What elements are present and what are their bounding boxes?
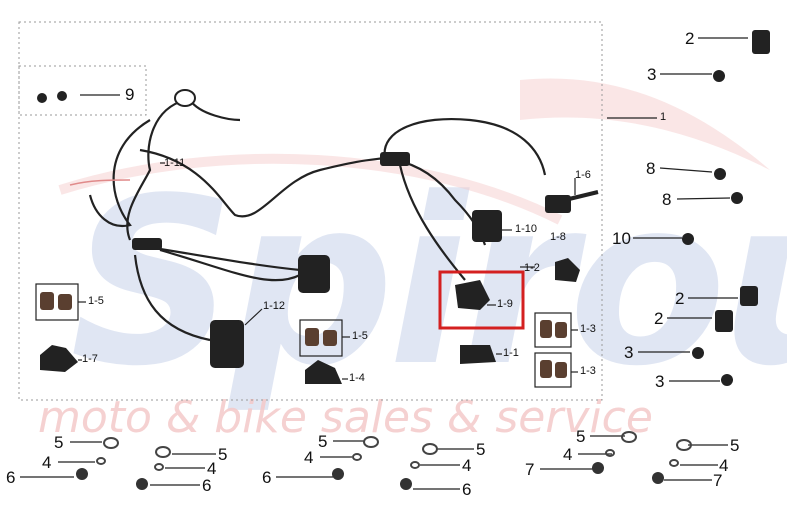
g6-label-5: 5 — [730, 436, 740, 455]
g5-label-5: 5 — [576, 427, 586, 446]
callout-2a: 2 — [685, 29, 695, 48]
g3-label-4: 4 — [304, 448, 314, 467]
callout-1-2: 1-2 — [524, 262, 540, 274]
g5-label-7: 7 — [525, 460, 535, 479]
g2-label-6: 6 — [202, 476, 212, 495]
g1-label-5: 5 — [54, 433, 64, 452]
callout-1-3b: 1-3 — [580, 365, 596, 377]
g1-label-4: 4 — [42, 453, 52, 472]
callout-3b: 3 — [624, 343, 634, 362]
g4-label-6: 6 — [462, 480, 472, 499]
g3-label-5: 5 — [318, 432, 328, 451]
callout-1-9: 1-9 — [497, 298, 513, 310]
bolt-group-frame — [18, 65, 147, 116]
callout-1-3a: 1-3 — [580, 323, 596, 335]
callout-1-6: 1-6 — [575, 169, 591, 181]
callout-1-5b: 1-5 — [352, 330, 368, 342]
callout-9: 9 — [125, 85, 135, 104]
callout-1-12: 1-12 — [263, 300, 286, 312]
callout-1-5a: 1-5 — [88, 295, 104, 307]
callout-1-1: 1-1 — [503, 347, 519, 359]
callout-1: 1 — [660, 111, 667, 123]
callout-2b: 2 — [675, 289, 685, 308]
callout-3c: 3 — [655, 372, 665, 391]
callout-1-10: 1-10 — [515, 223, 538, 235]
g3-label-6: 6 — [262, 468, 272, 487]
highlight-box — [438, 270, 525, 330]
callout-8a: 8 — [646, 159, 656, 178]
callout-1-4: 1-4 — [349, 372, 365, 384]
callout-1-7: 1-7 — [82, 353, 98, 365]
callout-1-11: 1-11 — [164, 157, 186, 169]
pads-box-1-3b — [534, 352, 572, 388]
g4-label-5: 5 — [476, 440, 486, 459]
g1-label-6: 6 — [6, 468, 16, 487]
callout-1-8: 1-8 — [550, 231, 566, 243]
g4-label-4: 4 — [462, 456, 472, 475]
pads-box-1-5b — [299, 319, 343, 357]
g2-label-5: 5 — [218, 445, 228, 464]
g5-label-4: 4 — [563, 445, 573, 464]
callout-3a: 3 — [647, 65, 657, 84]
g2-label-4: 4 — [207, 459, 217, 478]
callout-10: 10 — [612, 229, 631, 248]
g6-label-7: 7 — [713, 471, 723, 490]
assembly-frame — [18, 21, 603, 401]
callout-2c: 2 — [654, 309, 664, 328]
callout-8b: 8 — [662, 190, 672, 209]
g6-label-4: 4 — [719, 456, 729, 475]
